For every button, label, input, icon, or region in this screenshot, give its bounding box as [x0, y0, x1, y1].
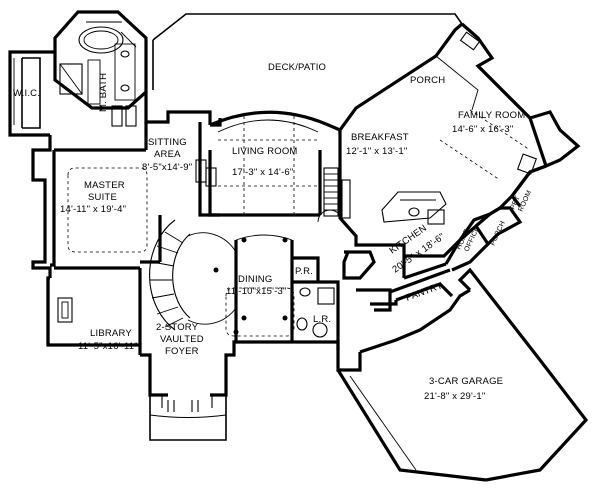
library [46, 268, 142, 345]
washer-icon [317, 287, 335, 305]
stairs-center [323, 167, 351, 219]
sink-icon [296, 317, 308, 331]
sink-icon [120, 50, 130, 58]
label-breakfast-size: 12'-1" x 13'-1" [346, 146, 407, 157]
label-foyer: 2-STORY [156, 322, 199, 333]
label-foyer-3: FOYER [165, 346, 199, 357]
label-living-room: LIVING ROOM [232, 146, 298, 157]
toilet-icon [299, 287, 311, 297]
bathtub-icon [78, 26, 124, 54]
pantry-office-area [395, 164, 547, 302]
label-dining-size: 11'-10"x15'-3" [226, 286, 287, 297]
label-wic: W.I.C. [13, 88, 40, 99]
label-porch-side: PORCH [489, 220, 506, 247]
label-dining: DINING [238, 274, 272, 285]
kitchen-area [338, 130, 462, 312]
label-master-suite: MASTER [84, 180, 125, 191]
label-library-size: 11'-5"x16'-11" [78, 341, 138, 352]
family-room [435, 31, 548, 181]
label-breakfast: BREAKFAST [351, 132, 409, 143]
master-suite-area [50, 122, 220, 270]
walk-in-closet [8, 50, 55, 137]
label-garage: 3-CAR GARAGE [429, 376, 503, 387]
label-master-suite-size: 14'-11" x 19'-4" [60, 204, 126, 215]
sink-icon [408, 207, 420, 217]
garage [336, 267, 589, 482]
dryer-icon [312, 322, 328, 338]
label-family-room: FAMILY ROOM [458, 110, 525, 121]
foyer-stairs [149, 219, 237, 331]
label-garage-size: 21'-8" x 29'-1" [424, 391, 485, 402]
label-m-bath: M. BATH [98, 73, 109, 112]
sink-icon [120, 84, 130, 92]
label-living-room-size: 17'-3" x 14'-6" [232, 167, 293, 178]
shower-icon [59, 63, 83, 95]
kitchen-island-icon [381, 191, 447, 223]
label-foyer-2: VAULTED [160, 334, 204, 345]
label-library: LIBRARY [90, 328, 132, 339]
label-sitting-area: SITTING [148, 137, 187, 148]
powder-laundry [292, 256, 340, 350]
label-sitting-area-2: AREA [154, 149, 181, 160]
label-deck-patio: DECK/PATIO [268, 62, 326, 73]
label-sitting-area-size: 8'-5"x14'-9" [142, 162, 192, 173]
fireplace-icon [57, 297, 73, 323]
front-entry [149, 395, 227, 441]
label-lr: L.R. [313, 314, 331, 325]
label-porch-top: PORCH [410, 75, 445, 86]
label-master-suite-2: SUITE [88, 192, 117, 203]
label-pr: P.R. [295, 266, 313, 277]
label-family-room-size: 14'-6" x 16'-3" [452, 124, 513, 135]
